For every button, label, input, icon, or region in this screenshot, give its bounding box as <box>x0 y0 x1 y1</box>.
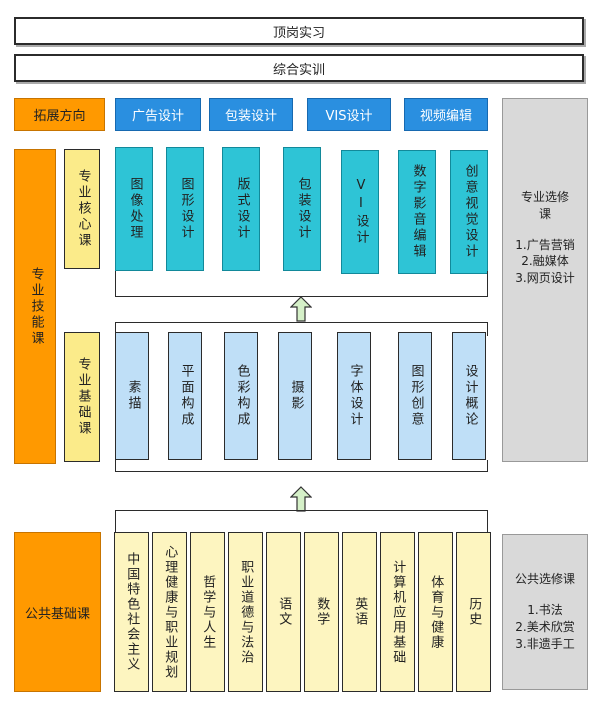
public-course-5: 语文 <box>266 532 301 692</box>
core-label-box: 专业核心课 <box>64 149 100 269</box>
direction-item-2: 包装设计 <box>209 98 293 131</box>
public-course-2: 心理健康与职业规划 <box>152 532 187 692</box>
major-elective-box: 专业选修课 1.广告营销 2.融媒体 3.网页设计 <box>502 98 588 462</box>
direction-item-4: 视频编辑 <box>404 98 488 131</box>
core-course-4: 包装设计 <box>283 147 321 271</box>
public-course-label: 哲学与人生 <box>200 574 216 650</box>
direction-item-label: 视频编辑 <box>419 109 472 124</box>
core-course-6: 数字影音编辑 <box>398 150 436 274</box>
training-label: 综合实训 <box>272 62 325 78</box>
public-course-label: 体育与健康 <box>428 574 444 650</box>
basic-label-box: 专业基础课 <box>64 332 100 462</box>
public-course-label: 计算机应用基础 <box>390 559 406 665</box>
public-elective-item: 1.书法 <box>527 603 563 618</box>
core-course-label: 图形设计 <box>178 177 194 241</box>
public-course-1: 中国特色社会主义 <box>114 532 149 692</box>
public-label: 公共基础课 <box>24 606 90 622</box>
core-course-label: 创意视觉设计 <box>462 164 478 260</box>
basic-course-label: 设计概论 <box>462 364 478 428</box>
public-course-10: 历史 <box>456 532 491 692</box>
basic-course-1: 素描 <box>115 332 149 460</box>
basic-course-label: 平面构成 <box>178 364 194 428</box>
core-course-7: 创意视觉设计 <box>450 150 488 274</box>
major-elective-item: 1.广告营销 <box>515 237 575 252</box>
public-course-label: 职业道德与法治 <box>238 559 254 665</box>
public-course-4: 职业道德与法治 <box>228 532 263 692</box>
public-elective-title: 公共选修课 <box>514 572 575 587</box>
core-course-1: 图像处理 <box>115 147 153 271</box>
major-elective-item: 2.融媒体 <box>521 254 569 269</box>
core-course-label: 数字影音编辑 <box>410 164 426 260</box>
direction-item-label: VIS设计 <box>325 109 373 124</box>
skills-label-box: 专业技能课 <box>14 149 56 464</box>
public-course-label: 中国特色社会主义 <box>124 552 140 672</box>
major-elective-title: 专业选修课 <box>520 190 569 221</box>
skills-label: 专业技能课 <box>28 266 44 347</box>
public-course-8: 计算机应用基础 <box>380 532 415 692</box>
public-course-label: 数学 <box>314 597 330 627</box>
public-elective-item: 3.非遗手工 <box>515 636 575 651</box>
core-bracket <box>115 271 488 297</box>
internship-label: 顶岗实习 <box>272 25 325 41</box>
core-course-label: 版式设计 <box>234 177 250 241</box>
basic-course-label: 摄影 <box>288 380 304 412</box>
basic-course-label: 素描 <box>125 380 141 412</box>
public-course-9: 体育与健康 <box>418 532 453 692</box>
core-course-3: 版式设计 <box>222 147 260 271</box>
public-course-6: 数学 <box>304 532 339 692</box>
basic-course-5: 字体设计 <box>337 332 371 460</box>
basic-course-6: 图形创意 <box>398 332 432 460</box>
basic-course-label: 字体设计 <box>347 364 363 428</box>
direction-item-3: VIS设计 <box>307 98 391 131</box>
public-elective-item: 2.美术欣赏 <box>515 620 575 634</box>
basic-course-label: 色彩构成 <box>234 364 250 428</box>
training-bar: 综合实训 <box>14 54 584 82</box>
basic-bracket <box>115 322 488 336</box>
public-course-3: 哲学与人生 <box>190 532 225 692</box>
public-course-label: 心理健康与职业规划 <box>162 544 178 680</box>
direction-label: 拓展方向 <box>33 109 86 124</box>
major-elective-item: 3.网页设计 <box>515 271 575 286</box>
direction-item-1: 广告设计 <box>115 98 201 131</box>
public-course-label: 历史 <box>466 597 482 627</box>
basic-course-4: 摄影 <box>278 332 312 460</box>
basic-course-2: 平面构成 <box>168 332 202 460</box>
core-course-label: VI设计 <box>353 178 369 246</box>
core-course-label: 图像处理 <box>127 177 143 241</box>
basic-course-7: 设计概论 <box>452 332 486 460</box>
direction-label-box: 拓展方向 <box>14 98 105 131</box>
core-course-5: VI设计 <box>341 150 379 274</box>
core-course-label: 包装设计 <box>295 177 311 241</box>
public-elective-box: 公共选修课 1.书法 2.美术欣赏 3.非遗手工 <box>502 534 588 690</box>
direction-item-label: 广告设计 <box>131 109 184 124</box>
basic-course-label: 图形创意 <box>408 364 424 428</box>
public-course-7: 英语 <box>342 532 377 692</box>
basic-bottom-bracket <box>115 460 488 472</box>
public-label-box: 公共基础课 <box>14 532 101 692</box>
public-course-label: 语文 <box>276 597 292 627</box>
basic-course-3: 色彩构成 <box>224 332 258 460</box>
core-label: 专业核心课 <box>75 169 91 249</box>
internship-bar: 顶岗实习 <box>14 17 584 45</box>
up-arrow-icon <box>290 486 312 512</box>
direction-item-label: 包装设计 <box>224 109 277 124</box>
public-course-label: 英语 <box>352 597 368 627</box>
basic-label: 专业基础课 <box>75 357 91 437</box>
up-arrow-icon <box>290 296 312 322</box>
public-bracket <box>115 510 488 532</box>
core-course-2: 图形设计 <box>166 147 204 271</box>
